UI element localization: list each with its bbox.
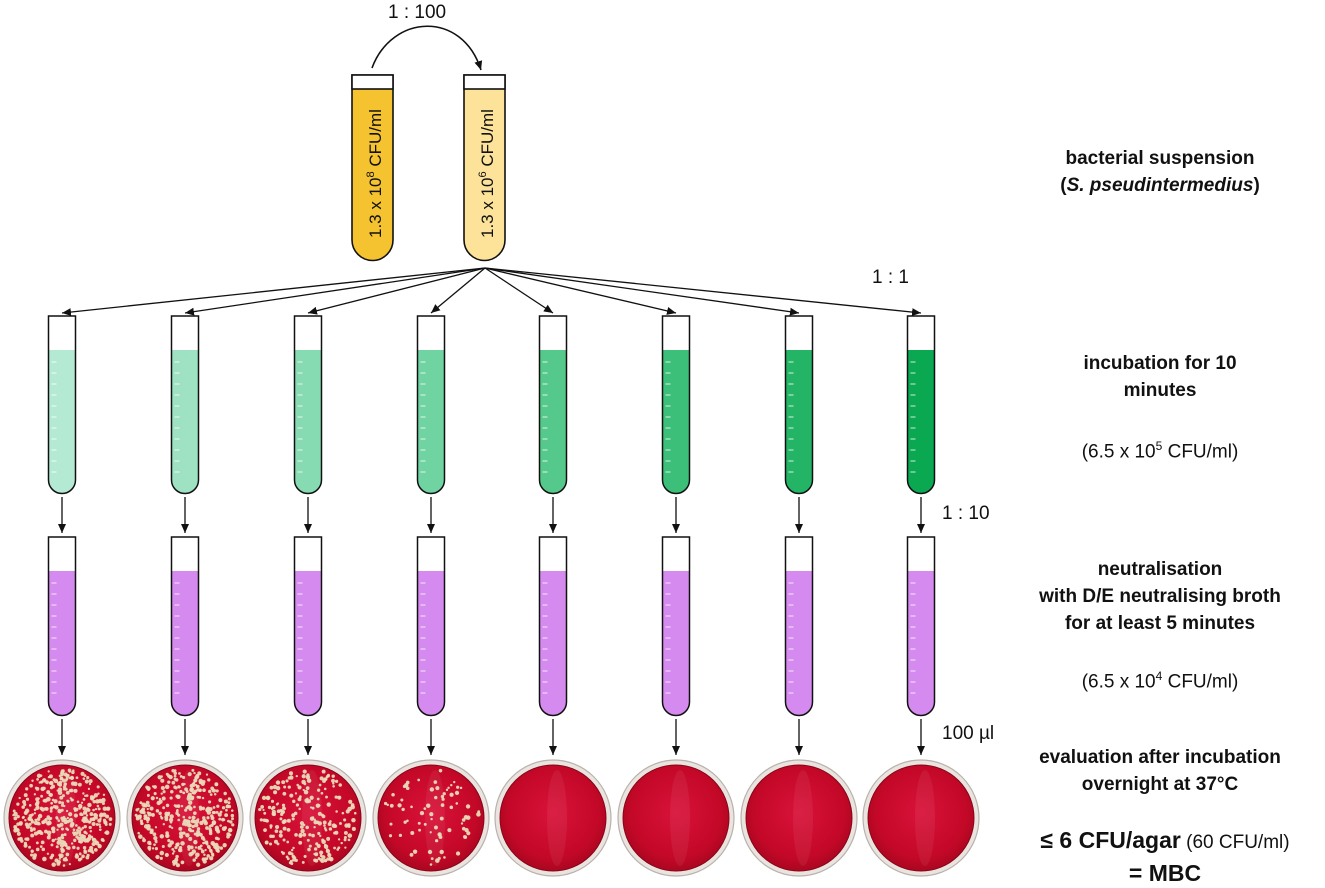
dilution-arc-arrow [371,25,483,71]
agar-plate [617,759,735,877]
agar-plate [862,759,980,877]
incubation-tube [293,315,323,495]
fan-arrow [307,267,486,315]
incubation-label: incubation for 10 minutes [1083,353,1237,401]
ratio-1-10: 1 : 10 [942,503,990,524]
incubation-concentration: (6.5 x 105 CFU/ml) [1081,439,1239,463]
incubation-tube [784,315,814,495]
neutralisation-tube [538,536,568,717]
fan-arrow [184,267,486,316]
incubation-tubes [47,315,936,495]
fan-arrow [484,267,554,314]
neutralisation-tube [293,536,323,717]
incubation-tube [661,315,691,495]
working-tube: 1.3 x 106 CFU/ml [463,74,506,262]
neutralisation-concentration: (6.5 x 104 CFU/ml) [1081,669,1239,693]
ratio-1-1: 1 : 1 [872,267,909,288]
stock-tube-label: 1.3 x 108 CFU/ml [365,109,385,238]
evaluation-label: evaluation after incubation overnight at… [1039,747,1281,795]
mbc-label: ≤ 6 CFU/agar (60 CFU/ml) = MBC [1040,827,1290,886]
fan-arrow [484,267,677,315]
neutralisation-label: neutralisation with D/E neutralising bro… [1039,559,1281,634]
neutralisation-tube [170,536,200,717]
incubation-tube [906,315,936,495]
fan-arrow [484,267,800,316]
plating-volume: 100 µl [942,723,995,744]
fan-arrow [430,267,486,314]
incubation-tube [538,315,568,495]
agar-plate [3,759,121,877]
working-tube-label: 1.3 x 106 CFU/ml [477,109,497,238]
agar-plate [372,759,490,877]
suspension-label: bacterial suspension (S. pseudintermediu… [1060,148,1260,196]
transfer-arrows [58,497,925,533]
neutralisation-tube [661,536,691,717]
distribution-arrows [61,267,922,317]
incubation-tube [170,315,200,495]
fan-arrow [61,267,486,317]
agar-plate [494,759,612,877]
agar-plate [740,759,858,877]
plating-arrows [58,719,925,755]
agar-plates [3,759,980,877]
neutralisation-tube [416,536,446,717]
incubation-tube [47,315,77,495]
neutralisation-tube [784,536,814,717]
fan-arrow [484,267,922,317]
agar-plate [126,759,244,877]
incubation-tube [416,315,446,495]
neutralisation-tube [906,536,936,717]
stock-tube: 1.3 x 108 CFU/ml [351,74,394,262]
neutralisation-tube [47,536,77,717]
neutralisation-tubes [47,536,936,717]
agar-plate [249,759,367,877]
ratio-1-100: 1 : 100 [388,2,447,23]
